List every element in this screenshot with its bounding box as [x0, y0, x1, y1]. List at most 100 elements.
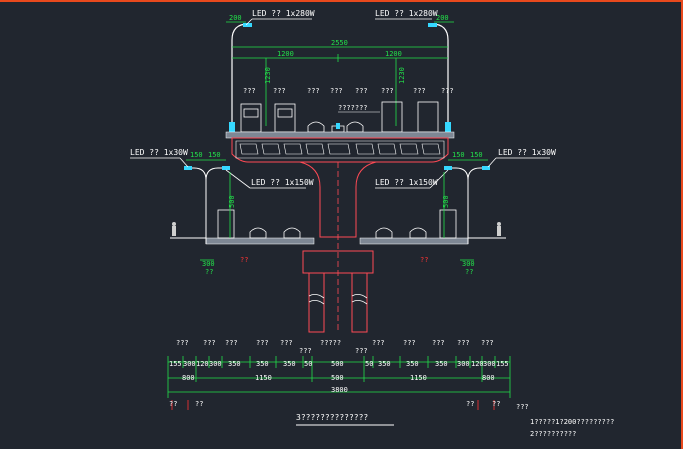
dim-height-right: 1230: [398, 67, 406, 84]
dim-value: 50: [365, 360, 373, 368]
upper-lane-label: ???: [355, 87, 368, 95]
upper-lane-label: ???: [413, 87, 426, 95]
lower-lamp-heads: [184, 166, 490, 170]
pedestrians: [172, 222, 501, 236]
lower-lane-label: ???: [176, 339, 189, 347]
led-low-right-label: LED ?? 1x150W: [375, 178, 438, 187]
dim-value: 350: [228, 360, 241, 368]
deck-center-marker: [336, 123, 340, 129]
dim-200-left: 200: [229, 14, 242, 22]
led-top-right-callout: LED ?? 1x280W: [375, 9, 438, 20]
upper-dimensions: [226, 21, 454, 126]
upper-lane-label: ???: [381, 87, 394, 95]
dim-value: 500: [331, 374, 344, 382]
led-low-left-label: LED ?? 1x150W: [251, 178, 314, 187]
lower-lane-labels: ??? ??? ??? ??? ??? ??? ????? ??? ??? ??…: [176, 339, 494, 355]
dim-value: 350: [378, 360, 391, 368]
dim-value: 300: [457, 360, 470, 368]
upper-lane-label: ???: [273, 87, 286, 95]
notes-mark: ???: [516, 403, 529, 411]
lower-lane-label: ?????: [320, 339, 341, 347]
dim-pole-right: 500: [442, 195, 450, 208]
dim-value: 500: [331, 360, 344, 368]
dim-half-left: 1200: [277, 50, 294, 58]
lower-lane-label: ???: [355, 347, 368, 355]
bottom-dimension-chain: [167, 356, 511, 398]
dim-side-right-b: 150: [470, 151, 483, 159]
upper-lamp-heads: [229, 23, 451, 132]
deck-center-label: ???????: [338, 104, 368, 112]
section-title: 3??????????????: [296, 413, 368, 422]
red-mark-left: ??: [240, 256, 248, 264]
led-mid-left-label: LED ?? 1x30W: [130, 148, 188, 157]
dim-side-left-a: 150: [190, 151, 203, 159]
red-mark-right: ??: [420, 256, 428, 264]
dim-value: 350: [406, 360, 419, 368]
led-top-left-callout: LED ?? 1x280W: [245, 9, 315, 26]
notes-line-2: 2??????????: [530, 430, 576, 438]
dim-base-left: 300: [202, 260, 215, 268]
dim-value: 1150: [410, 374, 427, 382]
lower-lane-label: ???: [225, 339, 238, 347]
dim-value: 300: [483, 360, 496, 368]
bottom-mark: ??: [492, 400, 500, 408]
dim-value: 1150: [255, 374, 272, 382]
bottom-marks: ?? ?? ?? ??: [169, 400, 500, 410]
bottom-mark: ??: [169, 400, 177, 408]
dim-value: 800: [482, 374, 495, 382]
lower-vehicles: [217, 209, 457, 239]
dim-side-left-b: 150: [208, 151, 221, 159]
deck-cells: [239, 143, 441, 155]
dim-total-width: 2550: [331, 39, 348, 47]
dim-value: 350: [435, 360, 448, 368]
dim-value: 300: [183, 360, 196, 368]
bottom-mark: ??: [195, 400, 203, 408]
side-dimension-lines: [186, 159, 488, 261]
lower-lane-label: ???: [256, 339, 269, 347]
dim-pole-left: 500: [228, 195, 236, 208]
led-mid-right-label: LED ?? 1x30W: [498, 148, 556, 157]
lower-lane-label: ???: [372, 339, 385, 347]
lower-lane-label: ???: [457, 339, 470, 347]
dim-height-left: 1230: [264, 67, 272, 84]
lower-lane-label: ???: [203, 339, 216, 347]
dim-200-right: 200: [436, 14, 449, 22]
green-mark-right: ??: [465, 268, 473, 276]
dim-row-1: 155 300 120 300 350 350 350 50 500 50 35…: [169, 360, 509, 368]
dim-value: 50: [304, 360, 312, 368]
upper-lane-labels: ??? ??? ??? ??? ??? ??? ??? ???: [243, 87, 454, 95]
dim-value: 350: [256, 360, 269, 368]
dim-row-2: 800 1150 500 1150 800: [182, 374, 495, 382]
dim-value: 300: [209, 360, 222, 368]
lower-lane-label: ???: [481, 339, 494, 347]
led-low-left-callout: LED ?? 1x150W: [225, 169, 314, 189]
led-mid-left-callout: LED ?? 1x30W: [130, 148, 189, 168]
upper-lane-label: ???: [243, 87, 256, 95]
dim-value: 350: [283, 360, 296, 368]
dim-value: 155: [169, 360, 182, 368]
lower-lane-label: ???: [403, 339, 416, 347]
dim-total-bottom: 3800: [331, 386, 348, 394]
led-mid-right-callout: LED ?? 1x30W: [487, 148, 556, 168]
notes-line-1: 1?????1?200?????????: [530, 418, 614, 426]
upper-lane-label: ???: [330, 87, 343, 95]
green-mark-left: ??: [205, 268, 213, 276]
led-top-left-label: LED ?? 1x280W: [252, 9, 315, 18]
lower-lamp-poles: [188, 167, 488, 238]
dim-value: 120: [471, 360, 484, 368]
dim-value: 155: [496, 360, 509, 368]
lower-lane-label: ???: [299, 347, 312, 355]
led-top-right-label: LED ?? 1x280W: [375, 9, 438, 18]
upper-deck-girder: [225, 131, 455, 163]
dim-base-right: 300: [462, 260, 475, 268]
lower-lane-label: ???: [432, 339, 445, 347]
dim-value: 800: [182, 374, 195, 382]
dim-side-right-a: 150: [452, 151, 465, 159]
pile-breaks: [308, 294, 368, 305]
upper-lane-label: ???: [307, 87, 320, 95]
lower-lane-label: ???: [280, 339, 293, 347]
dim-value: 120: [196, 360, 209, 368]
bottom-mark: ??: [466, 400, 474, 408]
